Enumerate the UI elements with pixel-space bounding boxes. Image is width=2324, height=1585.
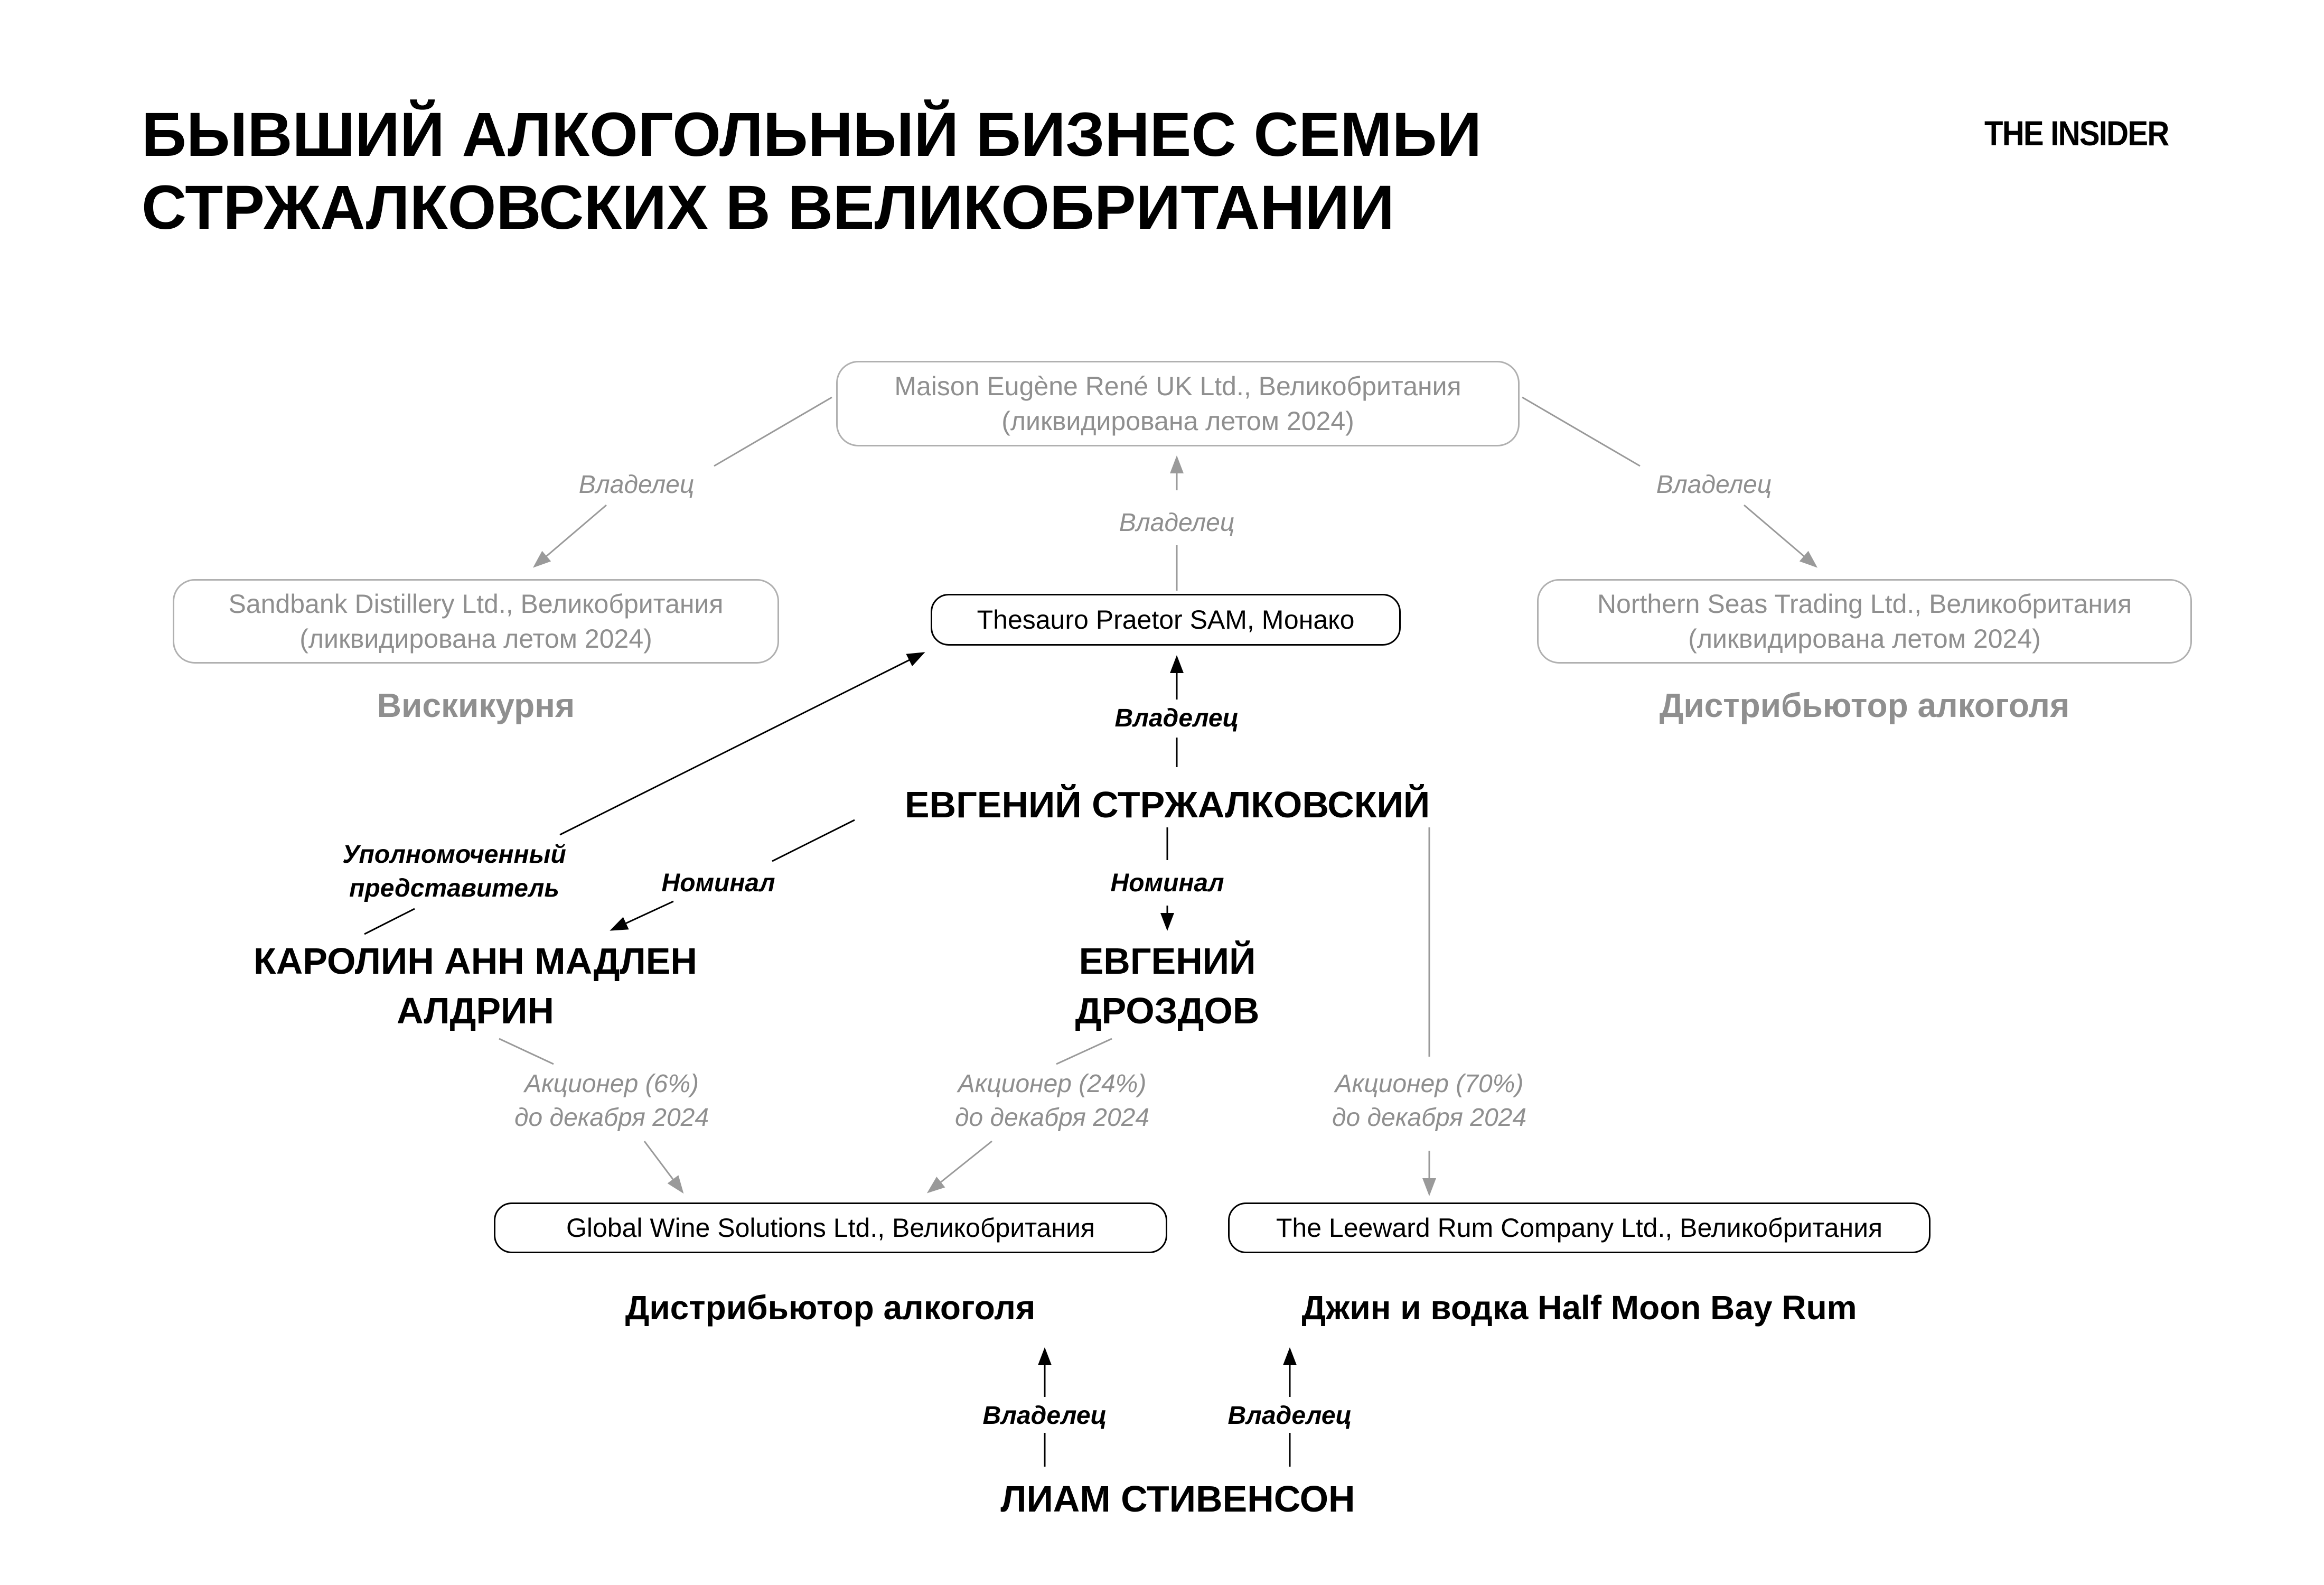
company-box-leeward: The Leeward Rum Company Ltd., Великобрит…: [1228, 1202, 1931, 1253]
company-status: (ликвидирована летом 2024): [1688, 624, 2041, 654]
label-owner-thesauro-maison: Владелец: [1119, 509, 1235, 537]
company-name: Maison Eugène René UK Ltd., Великобритан…: [894, 371, 1461, 401]
person-aldrin: КАРОЛИН АНН МАДЛЕН АЛДРИН: [254, 940, 697, 1031]
person-stevenson: ЛИАМ СТИВЕНСОН: [1000, 1478, 1355, 1519]
arrow-maison-to-northern: [1522, 396, 1641, 467]
company-name: Sandbank Distillery Ltd., Великобритания: [228, 589, 724, 619]
label-shareholder-24: Акционер (24%) до декабря 2024: [954, 1070, 1150, 1132]
page-title: БЫВШИЙ АЛКОГОЛЬНЫЙ БИЗНЕС СЕМЬИ СТРЖАЛКО…: [142, 100, 1482, 243]
label-nominal-drozdov: Номинал: [1110, 869, 1224, 897]
label-owner-maison-sandbank: Владелец: [578, 471, 695, 499]
arrow-maison-to-sandbank-head: [532, 504, 607, 568]
caption-leeward: Джин и водка Half Moon Bay Rum: [1301, 1289, 1857, 1327]
company-status: (ликвидирована летом 2024): [299, 624, 652, 654]
company-name: Northern Seas Trading Ltd., Великобритан…: [1597, 589, 2132, 619]
caption-northern: Дистрибьютор алкоголя: [1659, 686, 2070, 724]
arrow-aldrin-to-globalwine-head: [643, 1141, 684, 1194]
person-strzhalkovsky: ЕВГЕНИЙ СТРЖАЛКОВСКИЙ: [904, 784, 1430, 825]
company-box-thesauro: Thesauro Praetor SAM, Монако: [931, 594, 1401, 646]
label-owner-liam-globalwine: Владелец: [982, 1402, 1107, 1430]
arrow-strz-to-aldrin-head: [610, 900, 674, 931]
arrow-maison-to-sandbank: [714, 396, 832, 467]
label-owner-liam-leeward: Владелец: [1227, 1402, 1352, 1430]
person-drozdov: ЕВГЕНИЙ ДРОЗДОВ: [1075, 940, 1260, 1031]
arrow-aldrin-to-thesauro: [364, 908, 415, 935]
arrow-aldrin-to-thesauro-head: [559, 652, 925, 836]
company-name: Global Wine Solutions Ltd., Великобритан…: [566, 1213, 1095, 1243]
company-box-global-wine: Global Wine Solutions Ltd., Великобритан…: [494, 1202, 1167, 1253]
label-owner-strz-thesauro: Владелец: [1114, 704, 1239, 732]
arrow-strz-to-aldrin: [772, 819, 855, 862]
company-name: The Leeward Rum Company Ltd., Великобрит…: [1276, 1213, 1883, 1243]
company-box-northern: Northern Seas Trading Ltd., Великобритан…: [1537, 579, 2192, 664]
label-authorized-representative: Уполномоченный представитель: [342, 841, 566, 902]
label-owner-maison-northern: Владелец: [1656, 471, 1772, 499]
caption-sandbank: Вискикурня: [377, 686, 575, 724]
company-name: Thesauro Praetor SAM, Монако: [977, 605, 1355, 635]
company-status: (ликвидирована летом 2024): [1001, 406, 1354, 436]
label-shareholder-70: Акционер (70%) до декабря 2024: [1332, 1070, 1527, 1132]
caption-global-wine: Дистрибьютор алкоголя: [625, 1289, 1036, 1327]
label-shareholder-6: Акционер (6%) до декабря 2024: [514, 1070, 709, 1132]
company-box-maison: Maison Eugène René UK Ltd., Великобритан…: [836, 361, 1520, 446]
arrow-drozdov-to-globalwine-head: [926, 1140, 992, 1194]
arrow-drozdov-to-globalwine: [1056, 1038, 1112, 1065]
arrow-maison-to-northern-head: [1744, 504, 1818, 568]
company-box-sandbank: Sandbank Distillery Ltd., Великобритания…: [173, 579, 779, 664]
label-nominal-aldrin: Номинал: [661, 869, 775, 897]
the-insider-logo: THE INSIDER: [1984, 114, 2169, 153]
arrow-aldrin-to-globalwine: [499, 1038, 554, 1065]
